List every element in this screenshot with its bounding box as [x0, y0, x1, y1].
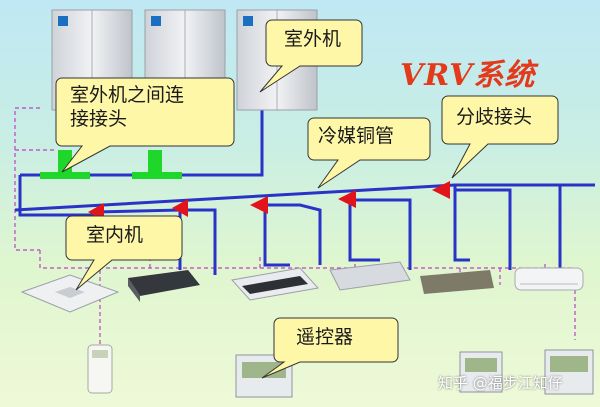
label-refrigerant-pipe: 冷媒铜管	[318, 125, 395, 147]
flow-arrow	[172, 199, 188, 217]
flow-arrow	[250, 196, 268, 214]
callout-outdoor-connector	[55, 77, 235, 173]
callout-indoor-unit	[65, 215, 183, 291]
wired-controller-icon	[459, 351, 503, 393]
cassette-unit-icon	[20, 274, 120, 313]
label-outdoor-connector: 室外机之间连 接接头	[70, 84, 185, 130]
slim-duct-unit-icon	[329, 261, 411, 291]
ducted-unit-icon	[128, 270, 200, 302]
wall-unit-icon	[514, 267, 584, 291]
flow-arrow	[338, 190, 356, 208]
ceiling-unit-icon	[231, 267, 319, 301]
label-remote-controller: 遥控器	[296, 326, 354, 348]
callout-remote-controller	[261, 317, 399, 379]
label-outdoor-unit: 室外机	[284, 28, 342, 50]
label-branch-joint: 分歧接头	[456, 106, 533, 128]
callouts	[55, 19, 559, 379]
wired-controller-icon	[544, 349, 594, 395]
flow-arrow	[432, 181, 450, 199]
handheld-remote-icon	[87, 344, 113, 394]
watermark: 知乎 @福步江知仔	[438, 374, 563, 392]
remote-controllers	[87, 344, 594, 398]
diagram-title: VRV系统	[400, 58, 536, 93]
concealed-unit-icon	[420, 270, 494, 294]
callout-refrigerant-pipe	[307, 117, 431, 189]
callout-outdoor-unit	[259, 19, 363, 93]
label-indoor-unit: 室内机	[86, 224, 144, 246]
indoor-units	[20, 261, 584, 313]
callout-branch-joint	[441, 95, 559, 179]
